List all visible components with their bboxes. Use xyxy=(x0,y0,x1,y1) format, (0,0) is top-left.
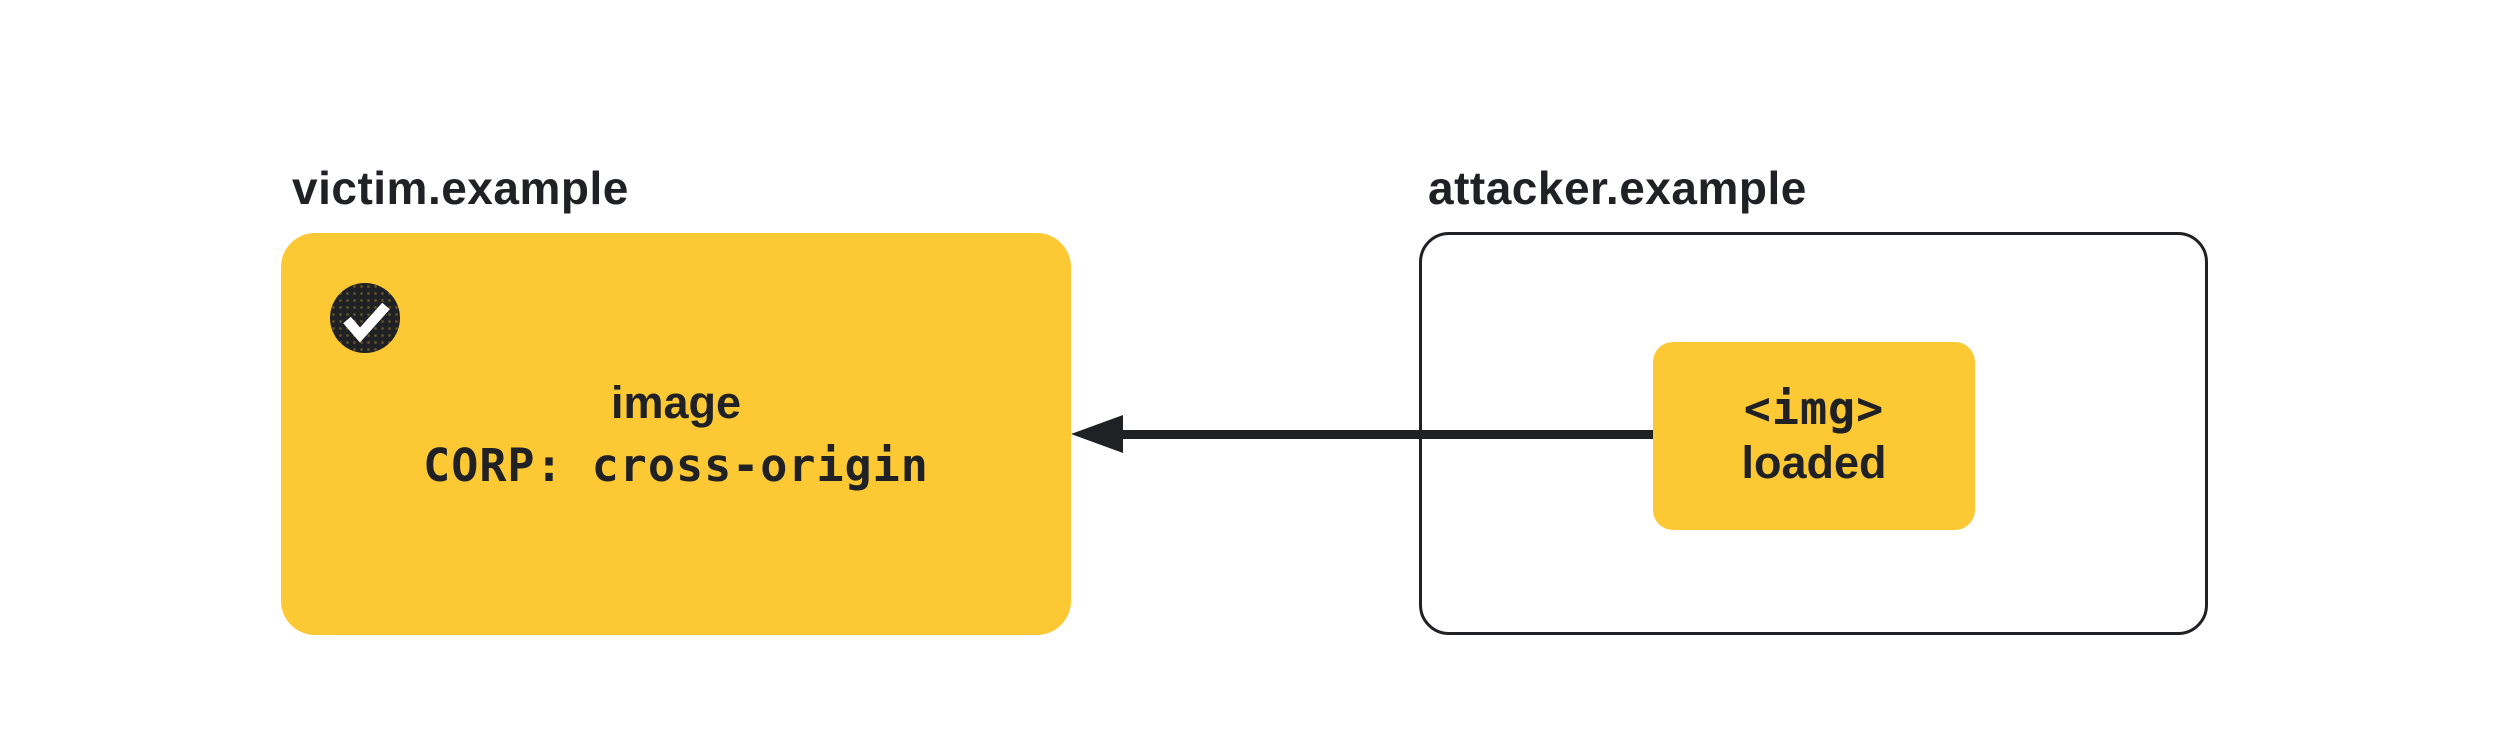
request-arrow-head-icon xyxy=(1071,415,1123,453)
victim-domain-label: victim.example xyxy=(292,162,629,214)
img-request-box: <img> loaded xyxy=(1653,342,1975,530)
check-icon xyxy=(330,283,400,353)
attacker-domain-label: attacker.example xyxy=(1428,162,1807,214)
img-tag-label: <img> xyxy=(1743,382,1885,435)
loaded-status-label: loaded xyxy=(1741,437,1887,488)
victim-box-text: image CORP: cross-origin xyxy=(281,233,1071,635)
victim-resource-box: image CORP: cross-origin xyxy=(281,233,1071,635)
corp-header-label: CORP: cross-origin xyxy=(423,439,929,492)
resource-type-label: image xyxy=(610,377,742,428)
request-arrow-line xyxy=(1115,430,1653,439)
